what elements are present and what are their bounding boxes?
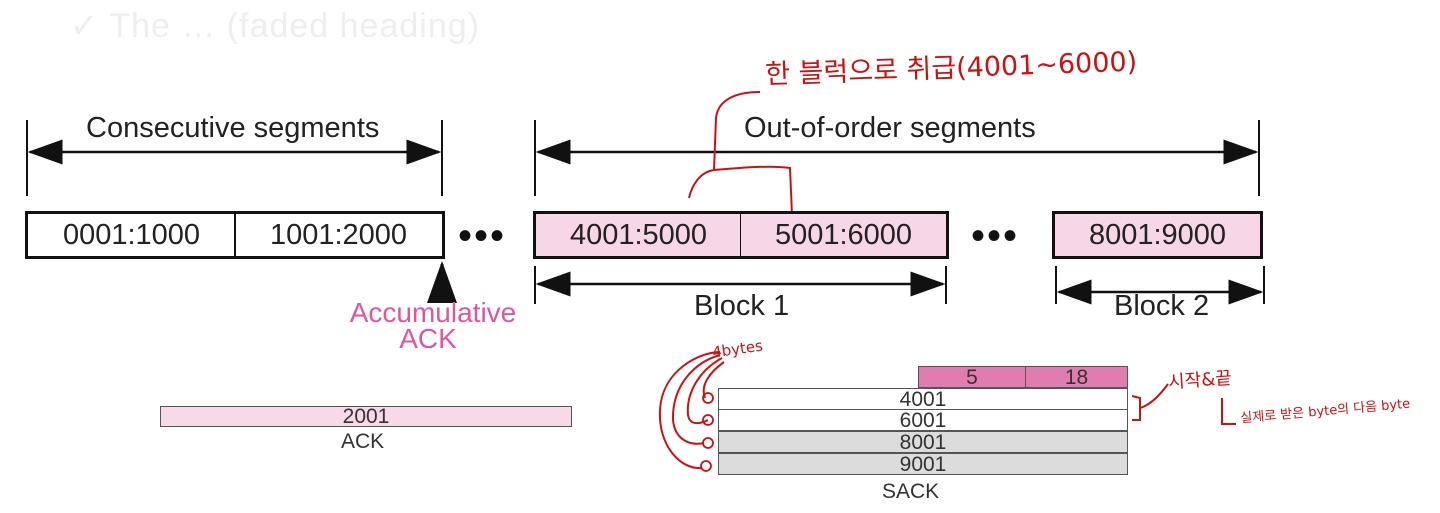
sack-row-2: 6001: [718, 409, 1128, 431]
hw-circle-2: [702, 414, 714, 426]
hw-circle-1: [702, 392, 714, 404]
block-1-label: Block 1: [694, 290, 790, 322]
accumulative-ack-line2: ACK: [399, 323, 457, 354]
sack-header-left: 5: [918, 366, 1026, 388]
hw-circle-4: [700, 460, 712, 472]
sack-header-right: 18: [1025, 366, 1128, 388]
hw-bytes-loops: [658, 351, 725, 470]
sack-row-4: 9001: [718, 453, 1128, 475]
accumulative-ack-label: Accumulative ACK: [338, 297, 528, 353]
ellipsis-1: •••: [458, 214, 507, 258]
hw-start-end-note: 시작&끝: [1167, 367, 1233, 394]
faded-heading: ✓ The … (faded heading): [70, 7, 480, 45]
sack-row-3: 8001: [718, 431, 1128, 453]
hw-hook: [1221, 398, 1236, 425]
sack-caption: SACK: [882, 480, 940, 503]
hw-note-bracket: [688, 91, 793, 216]
ack-caption: ACK: [341, 430, 385, 453]
segment-5001-6000: 5001:6000: [740, 211, 949, 259]
ellipsis-2: •••: [971, 214, 1020, 258]
segment-0001-1000: 0001:1000: [25, 211, 236, 259]
consecutive-segments-label: Consecutive segments: [86, 112, 380, 144]
segment-4001-5000: 4001:5000: [533, 211, 742, 259]
out-of-order-segments-label: Out-of-order segments: [744, 112, 1036, 144]
accumulative-ack-line1: Accumulative: [349, 297, 517, 328]
sack-row-1: 4001: [718, 388, 1128, 410]
segment-8001-9000: 8001:9000: [1052, 211, 1263, 259]
hw-brace: [1131, 383, 1169, 421]
block-2-label: Block 2: [1114, 290, 1210, 322]
hw-circle-3: [702, 437, 714, 449]
segment-1001-2000: 1001:2000: [234, 211, 445, 259]
ack-value-box: 2001: [160, 406, 572, 427]
